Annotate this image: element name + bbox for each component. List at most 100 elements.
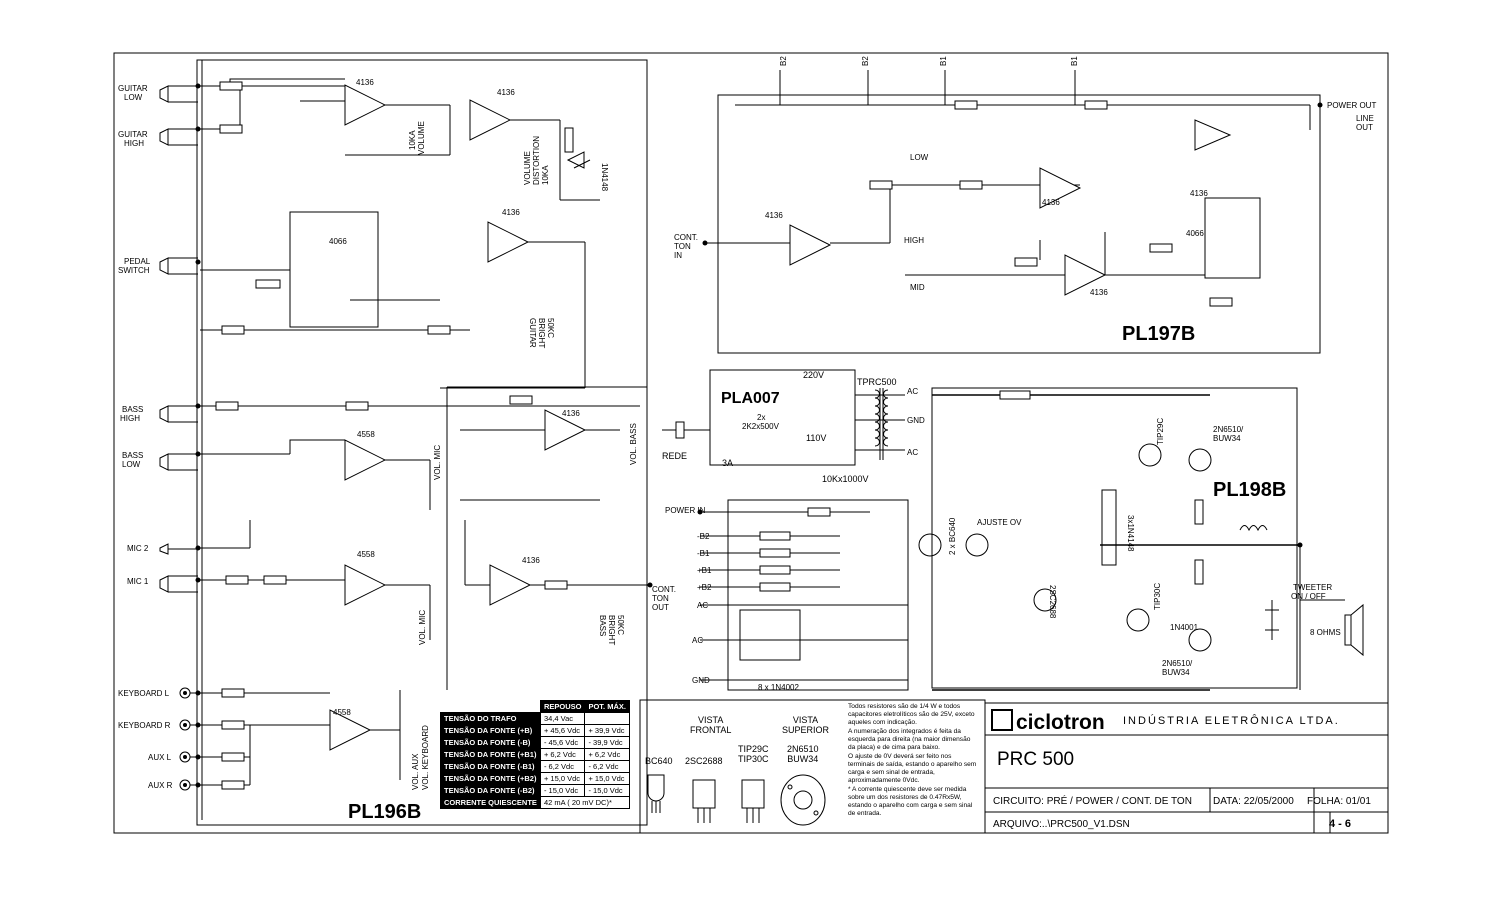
company-name: INDÚSTRIA ELETRÔNICA LTDA. [1123,715,1340,727]
vol-mic-label-2: VOL. MIC [418,610,427,645]
opamp-4136-tone-1 [789,224,832,266]
ic-label-4136-3: 4136 [502,208,520,217]
part-buw34: BUW34 [787,754,819,764]
output-label-bottom: 2N6510/BUW34 [1162,659,1193,677]
diode-label-guitar: 1N4148 [600,163,609,192]
table-header-empty [441,701,541,713]
quiescent-label: CORRENTE QUIESCENTE [440,796,541,809]
table-cell-pot-max: - 39,9 Vdc [584,736,630,749]
ic-label-4558-2: 4558 [357,550,375,559]
opamp-4136-5 [489,564,532,606]
bias-label: 2 x BC640 [948,517,957,555]
rail-minus-b2: -B2 [697,532,710,541]
transistor-tip30c [1126,608,1150,632]
circuit-field: CIRCUITO: PRÉ / POWER / CONT. DE TON [993,796,1192,807]
vista-superior-line-2: SUPERIOR [782,725,830,735]
ic-4066 [289,211,379,328]
2sc2688-outline [692,779,716,823]
ic-labels: 4136 4136 4066 4136 4558 4136 4558 4136 … [329,78,1244,717]
table-cell-repouso: - 45,6 Vdc [539,736,586,749]
brand-logo: ciclotron [991,709,1105,735]
speaker-label: 8 OHMS [1310,628,1341,637]
label-keyboard-r: KEYBOARD R [118,721,171,730]
pl197b-board [705,70,1321,354]
ic-label-4558-1: 4558 [357,430,375,439]
note-2: A numeração dos integrados é feita da es… [848,728,971,751]
junction-dots [195,83,1323,788]
rail-plus-b2: +B2 [697,583,712,592]
transistor-bc640-2 [965,533,989,557]
board-titles: PL196B PL197B PL198B PLA007 [348,323,1286,823]
date-field: DATA: 22/05/2000 [1213,796,1294,807]
ajuste-ov-label: AJUSTE OV [977,518,1022,527]
table-row: TENSÃO DA FONTE (-B) - 45,6 Vdc - 39,9 V… [440,736,630,749]
vista-frontal-line-1: VISTA [698,715,724,725]
component-outline-views [647,774,826,826]
ic-label-4136-tone-4: 4136 [1190,189,1208,198]
table-header-repouso: REPOUSO [539,700,586,713]
notes: Todos resistores são de 1/4 W e todos ca… [848,703,978,819]
tone-low-label: LOW [910,153,929,162]
opamp-4136-3 [487,221,530,263]
table-cell-pot-max: - 15,0 Vdc [584,784,630,797]
note-3: O ajuste de 0V deverá ser feito nos term… [848,753,977,784]
tone-mid-label: MID [910,283,925,292]
table-cell-repouso: - 6,2 Vdc [539,760,586,773]
2n6510-outline [780,774,826,826]
vol-keyboard-label: VOL. KEYBOARD [421,725,430,790]
transistor-tip29c [1138,443,1162,467]
table-header-pot-max: POT. MÁX. [584,700,630,713]
ic-label-4136-4: 4136 [562,409,580,418]
title-block: ciclotron INDÚSTRIA ELETRÔNICA LTDA. PRC… [985,703,1387,833]
tone-high-label: HIGH [904,236,924,245]
label-aux-l: AUX L [148,753,172,762]
part-2n6510: 2N6510 [787,744,819,754]
tip29c-label: TIP29C [1156,418,1165,445]
transistor-2n6510-top [1188,448,1212,472]
table-cell-label: TENSÃO DA FONTE (-B1) [440,760,541,773]
opamp-4558-1 [344,439,387,481]
pla007-board [662,369,905,466]
table-cell-label: TENSÃO DO TRAFO [440,712,541,725]
table-row: CORRENTE QUIESCENTE 42 mA ( 20 mV DC)* [440,796,630,809]
brand-name: ciclotron [1016,711,1105,734]
ic-label-4136-tone-3: 4136 [1090,288,1108,297]
cap-10k-label: 10Kx1000V [822,474,869,484]
transformer-tprc500 [874,388,889,460]
table-cell-repouso: 34,4 Vac [539,712,586,725]
tap-110v: 110V [806,433,826,443]
table-row: TENSÃO DA FONTE (+B2) + 15,0 Vdc + 15,0 … [440,772,630,785]
label-keyboard-l: KEYBOARD L [118,689,170,698]
transformer-ac-2: AC [907,448,918,457]
pl196b-board [159,59,650,826]
table-cell-label: TENSÃO DA FONTE (-B) [440,736,541,749]
table-cell-label: TENSÃO DA FONTE (-B2) [440,784,541,797]
table-cell-pot-max: + 6,2 Vdc [584,748,630,761]
transformer-gnd: GND [907,416,925,425]
transistor-bc640-1 [918,533,942,557]
model-name: PRC 500 [997,749,1075,770]
transformer-name: TPRC500 [857,377,897,387]
ic-label-4136-tone-1: 4136 [765,211,783,220]
volume-distortion-label: VOLUMEDISTORTION10KA [523,136,550,185]
part-tip30c: TIP30C [738,754,769,764]
rail-ac-2: AC [692,636,703,645]
rail-plus-b1: +B1 [697,566,712,575]
ic-4066-tone [1204,197,1261,279]
input-jacks [159,85,198,791]
label-mic2: MIC 2 [127,544,149,553]
vol-aux-label: VOL. AUX [411,753,420,790]
ic-label-4136-2: 4136 [497,88,515,97]
bus-b1-2: B1 [1070,56,1079,66]
note-4: * A corrente quiescente deve ser medida … [848,786,973,817]
